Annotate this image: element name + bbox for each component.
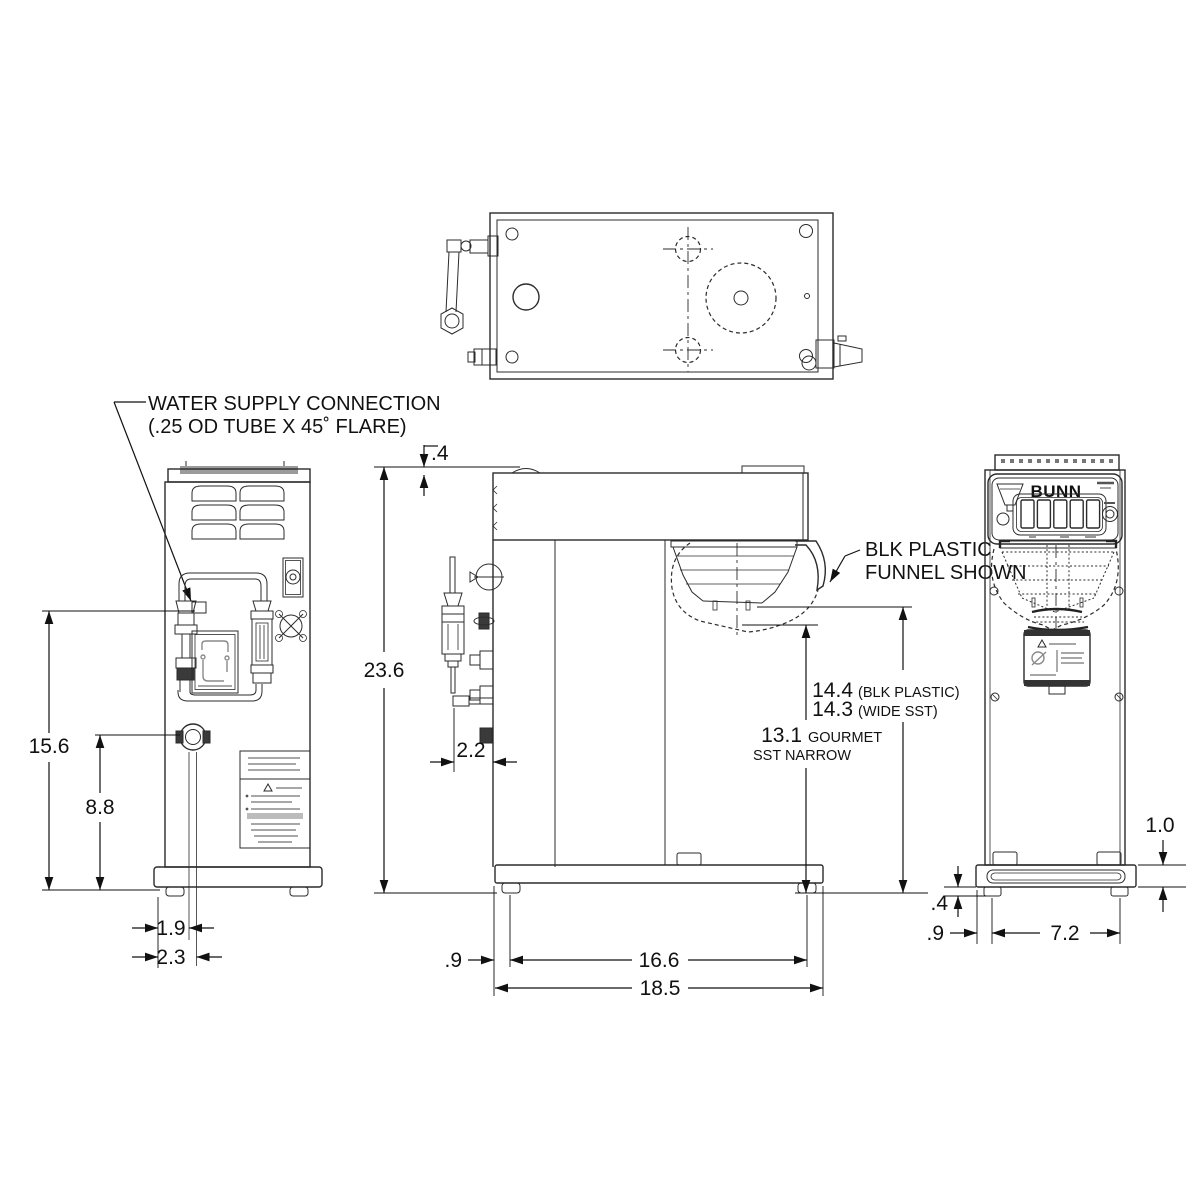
back-view-warning-label <box>239 750 311 849</box>
dim-clearance2: 14.3 <box>812 698 853 721</box>
back-view-dimensions: 15.6 8.8 1.9 2.3 <box>29 610 222 969</box>
water-supply-text-line1: WATER SUPPLY CONNECTION <box>148 393 441 415</box>
dim-back-offset-inner: 1.9 <box>156 917 185 940</box>
dim-side-top-offset: .4 <box>431 442 449 465</box>
dim-side-depth: 18.5 <box>640 977 681 1000</box>
dim-side-foot-span: 16.6 <box>639 949 680 972</box>
side-view-wall-fittings <box>469 563 504 744</box>
side-view-funnel <box>670 540 826 636</box>
back-view-inlet-valve <box>174 600 207 692</box>
funnel-note-line1: BLK PLASTIC <box>865 539 992 561</box>
back-view-flare-fitting <box>275 610 307 642</box>
back-view <box>153 461 323 966</box>
brew-switches[interactable] <box>1020 499 1101 529</box>
water-supply-callout: WATER SUPPLY CONNECTION (.25 OD TUBE X 4… <box>113 393 441 602</box>
dim-side-valve-depth: 2.2 <box>456 739 485 762</box>
dim-side-foot-offset: .9 <box>444 949 462 972</box>
dim-front-base-height: 1.0 <box>1145 814 1174 837</box>
funnel-note-line2: FUNNEL SHOWN <box>865 562 1026 584</box>
front-view: BUNN <box>975 454 1137 897</box>
dim-front-foot-offset: .9 <box>926 922 944 945</box>
back-view-knob-plate <box>282 557 304 598</box>
dim-clearance2-note: (WIDE SST) <box>858 704 938 720</box>
back-view-drain-fitting <box>175 723 211 751</box>
front-warning-label <box>1023 607 1091 695</box>
back-view-vents <box>191 485 285 540</box>
side-view-dimensions: .4 23.6 2.2 .9 16.6 18.5 <box>364 442 824 1000</box>
top-view-inlet-arm <box>440 235 499 335</box>
front-control-panel: BUNN <box>987 473 1123 545</box>
funnel-callout: BLK PLASTIC FUNNEL SHOWN <box>829 539 1026 584</box>
side-view <box>374 465 826 894</box>
dim-clearance1-note: (BLK PLASTIC) <box>858 685 960 701</box>
front-funnel <box>989 539 1124 632</box>
water-supply-leader <box>113 401 192 602</box>
dim-back-water-height: 15.6 <box>29 735 70 758</box>
dim-back-drain-height: 8.8 <box>85 796 114 819</box>
dim-back-offset-outer: 2.3 <box>156 946 185 969</box>
dim-front-foot-span: 7.2 <box>1050 922 1079 945</box>
dim-clearance1: 14.4 <box>812 679 853 702</box>
dim-clearance3-note2: SST NARROW <box>753 748 851 764</box>
top-view-fitting <box>467 348 497 366</box>
top-view <box>440 212 863 380</box>
front-view-dimensions: 1.0 .4 .9 7.2 <box>926 814 1186 945</box>
dim-clearance3-note: GOURMET <box>808 730 882 746</box>
clearance-dimensions: 14.4 (BLK PLASTIC) 14.3 (WIDE SST) 13.1 … <box>742 606 968 894</box>
top-view-faucet <box>801 335 863 371</box>
funnel-pictogram-icon <box>996 483 1024 526</box>
brand-logo: BUNN <box>1030 482 1081 501</box>
side-view-valve-assembly <box>441 556 493 707</box>
start-button[interactable] <box>1102 506 1118 522</box>
back-view-sight-glass <box>250 600 274 684</box>
water-supply-text-line2: (.25 OD TUBE X 45˚ FLARE) <box>148 416 407 438</box>
dim-clearance3: 13.1 <box>761 724 802 747</box>
dim-side-height: 23.6 <box>364 659 405 682</box>
back-view-diagram-plate <box>191 630 239 694</box>
dim-front-foot-height: .4 <box>930 892 948 915</box>
